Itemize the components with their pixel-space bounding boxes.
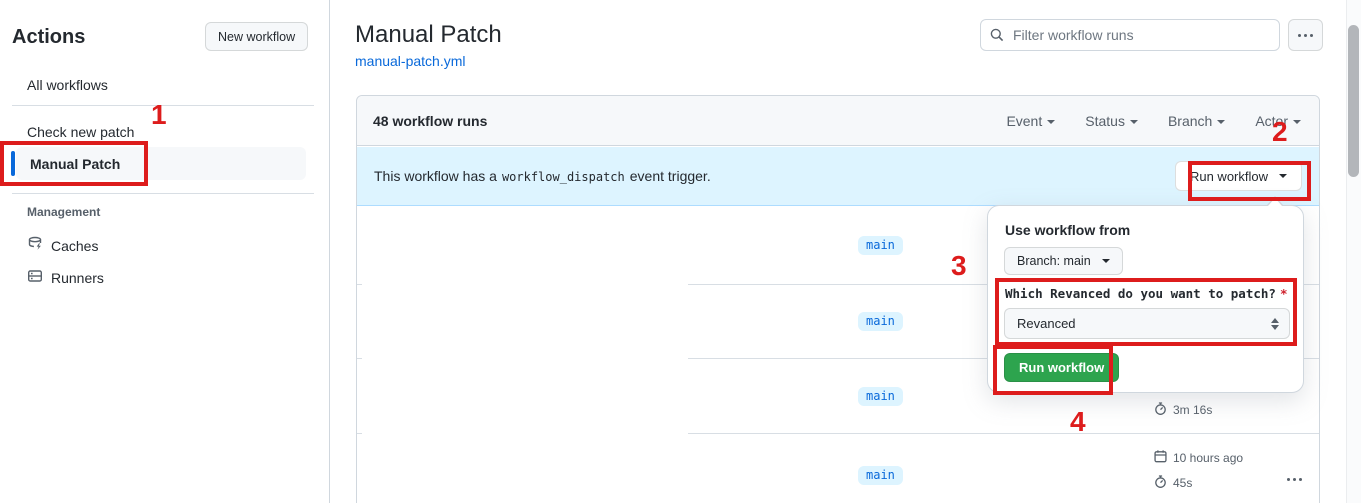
run-meta: 10 hours ago 45s	[1153, 449, 1243, 499]
chevron-down-icon	[1101, 259, 1110, 263]
run-workflow-dropdown-button[interactable]: Run workflow	[1174, 161, 1302, 191]
redacted-run-titles-area	[362, 206, 688, 503]
required-asterisk: *	[1279, 286, 1288, 301]
page-scrollbar	[1346, 0, 1361, 503]
workflow-input-label: Which Revanced do you want to patch?*	[1005, 286, 1288, 301]
workflows-sidebar: Actions New workflow All workflows Check…	[0, 0, 330, 503]
branch-badge[interactable]: main	[858, 386, 903, 406]
sidebar-item-manual-patch[interactable]: Manual Patch	[16, 147, 306, 180]
sidebar-item-runners[interactable]: Runners	[27, 268, 104, 287]
chevron-down-icon	[1129, 119, 1138, 124]
filter-actor[interactable]: Actor	[1255, 113, 1301, 129]
more-options-button[interactable]	[1288, 19, 1323, 51]
sidebar-item-check-new-patch[interactable]: Check new patch	[27, 124, 135, 140]
management-section-header: Management	[27, 205, 101, 219]
filter-status[interactable]: Status	[1085, 113, 1138, 129]
chevron-down-icon	[1217, 119, 1226, 124]
run-workflow-submit-button[interactable]: Run workflow	[1004, 353, 1120, 382]
stopwatch-icon	[1153, 474, 1168, 492]
revanced-select[interactable]: Revanced	[1004, 308, 1290, 339]
run-workflow-panel: Use workflow from Branch: main Which Rev…	[987, 205, 1304, 393]
runs-count: 48 workflow runs	[373, 112, 488, 129]
chevron-down-icon	[1279, 174, 1287, 178]
sidebar-item-caches[interactable]: Caches	[27, 236, 98, 255]
panel-caret	[1268, 198, 1282, 206]
workflow-dispatch-code: workflow_dispatch	[501, 170, 625, 184]
panel-heading: Use workflow from	[1005, 222, 1131, 238]
branch-badge[interactable]: main	[858, 312, 903, 331]
up-down-arrows-icon	[1271, 317, 1279, 330]
runners-server-icon	[27, 268, 43, 287]
chevron-down-icon	[1047, 119, 1056, 124]
workflow-file-link[interactable]: manual-patch.yml	[355, 53, 466, 69]
stopwatch-icon	[1153, 401, 1168, 419]
run-duration: 45s	[1173, 476, 1193, 490]
page-title: Manual Patch	[355, 21, 502, 48]
runs-filters: Event Status Branch Actor	[1006, 113, 1301, 129]
run-time: 10 hours ago	[1173, 451, 1244, 465]
branch-badge[interactable]: main	[858, 235, 903, 255]
horizontal-kebab-icon	[1298, 33, 1313, 37]
run-meta: 3m 16s	[1153, 401, 1212, 426]
new-workflow-button[interactable]: New workflow	[205, 22, 309, 51]
sidebar-item-label: Runners	[51, 269, 104, 286]
search-icon	[989, 27, 1005, 48]
sidebar-item-label: Caches	[51, 237, 99, 254]
chevron-down-icon	[1293, 119, 1301, 124]
sidebar-divider	[12, 193, 314, 194]
horizontal-kebab-icon	[1287, 478, 1302, 481]
run-duration: 3m 16s	[1173, 403, 1213, 417]
calendar-icon	[1153, 449, 1168, 467]
run-options-kebab-button[interactable]	[1283, 464, 1306, 490]
filter-workflow-runs-input[interactable]	[980, 19, 1280, 51]
filter-branch[interactable]: Branch	[1168, 113, 1226, 129]
sidebar-title: Actions	[12, 26, 86, 48]
sidebar-item-all-workflows[interactable]: All workflows	[27, 77, 108, 93]
branch-selector-button[interactable]: Branch: main	[1004, 247, 1123, 275]
selected-accent-bar	[11, 151, 15, 176]
select-value: Revanced	[1017, 316, 1076, 331]
sidebar-divider	[12, 105, 314, 106]
branch-badge[interactable]: main	[858, 465, 903, 485]
filter-runs-search	[980, 19, 1280, 51]
runs-card-header: 48 workflow runs Event Status Branch Act…	[357, 96, 1319, 146]
sidebar-item-label: Manual Patch	[30, 155, 121, 172]
scrollbar-thumb[interactable]	[1348, 25, 1359, 177]
filter-event[interactable]: Event	[1006, 113, 1056, 129]
cache-database-icon	[27, 236, 43, 255]
